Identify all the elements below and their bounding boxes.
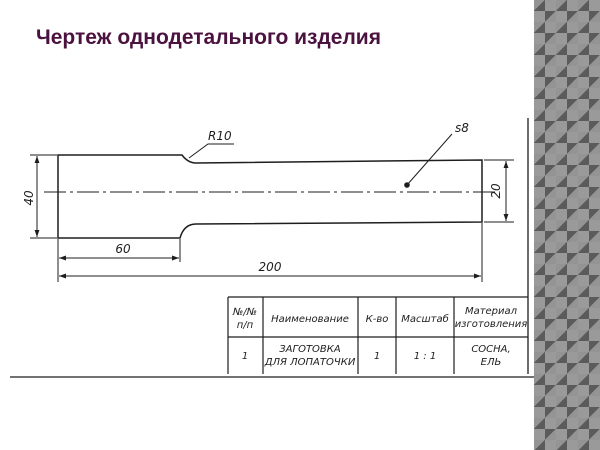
total-length-label: 200 (259, 260, 282, 274)
shaft-height-label: 20 (489, 183, 503, 199)
total-length-dimension (59, 223, 483, 282)
part-outline (57, 154, 483, 239)
row-qty: 1 (374, 351, 380, 362)
decorative-side-pattern (534, 0, 600, 450)
row-material-line1: СОСНА, (471, 344, 510, 355)
drawing-frame (10, 118, 534, 378)
header-material-line1: Материал (465, 306, 518, 317)
head-height-dimension (30, 154, 57, 239)
row-name-line1: ЗАГОТОВКА (279, 344, 341, 355)
row-material-line2: ЕЛЬ (481, 357, 502, 368)
row-number: 1 (242, 351, 248, 362)
slide-title: Чертеж однодетального изделия (36, 26, 381, 49)
header-material-line2: изготовления (455, 319, 528, 330)
head-length-label: 60 (115, 242, 131, 256)
header-name: Наименование (271, 314, 349, 325)
row-name-line2: ДЛЯ ЛОПАТОЧКИ (264, 357, 356, 368)
title-block-grid (227, 296, 528, 374)
thickness-label: s8 (455, 121, 469, 135)
header-number-line1: №/№ (232, 307, 257, 318)
head-height-label: 40 (22, 190, 36, 206)
row-scale: 1 : 1 (414, 351, 436, 362)
header-scale: Масштаб (401, 313, 449, 325)
header-number-line2: п/п (237, 320, 254, 331)
header-qty: К-во (366, 314, 389, 325)
shaft-height-dimension (484, 159, 514, 223)
fillet-leader-line (188, 143, 234, 159)
fillet-radius-label: R10 (208, 129, 232, 143)
thickness-leader-line (406, 133, 453, 186)
head-length-dimension (57, 239, 181, 282)
